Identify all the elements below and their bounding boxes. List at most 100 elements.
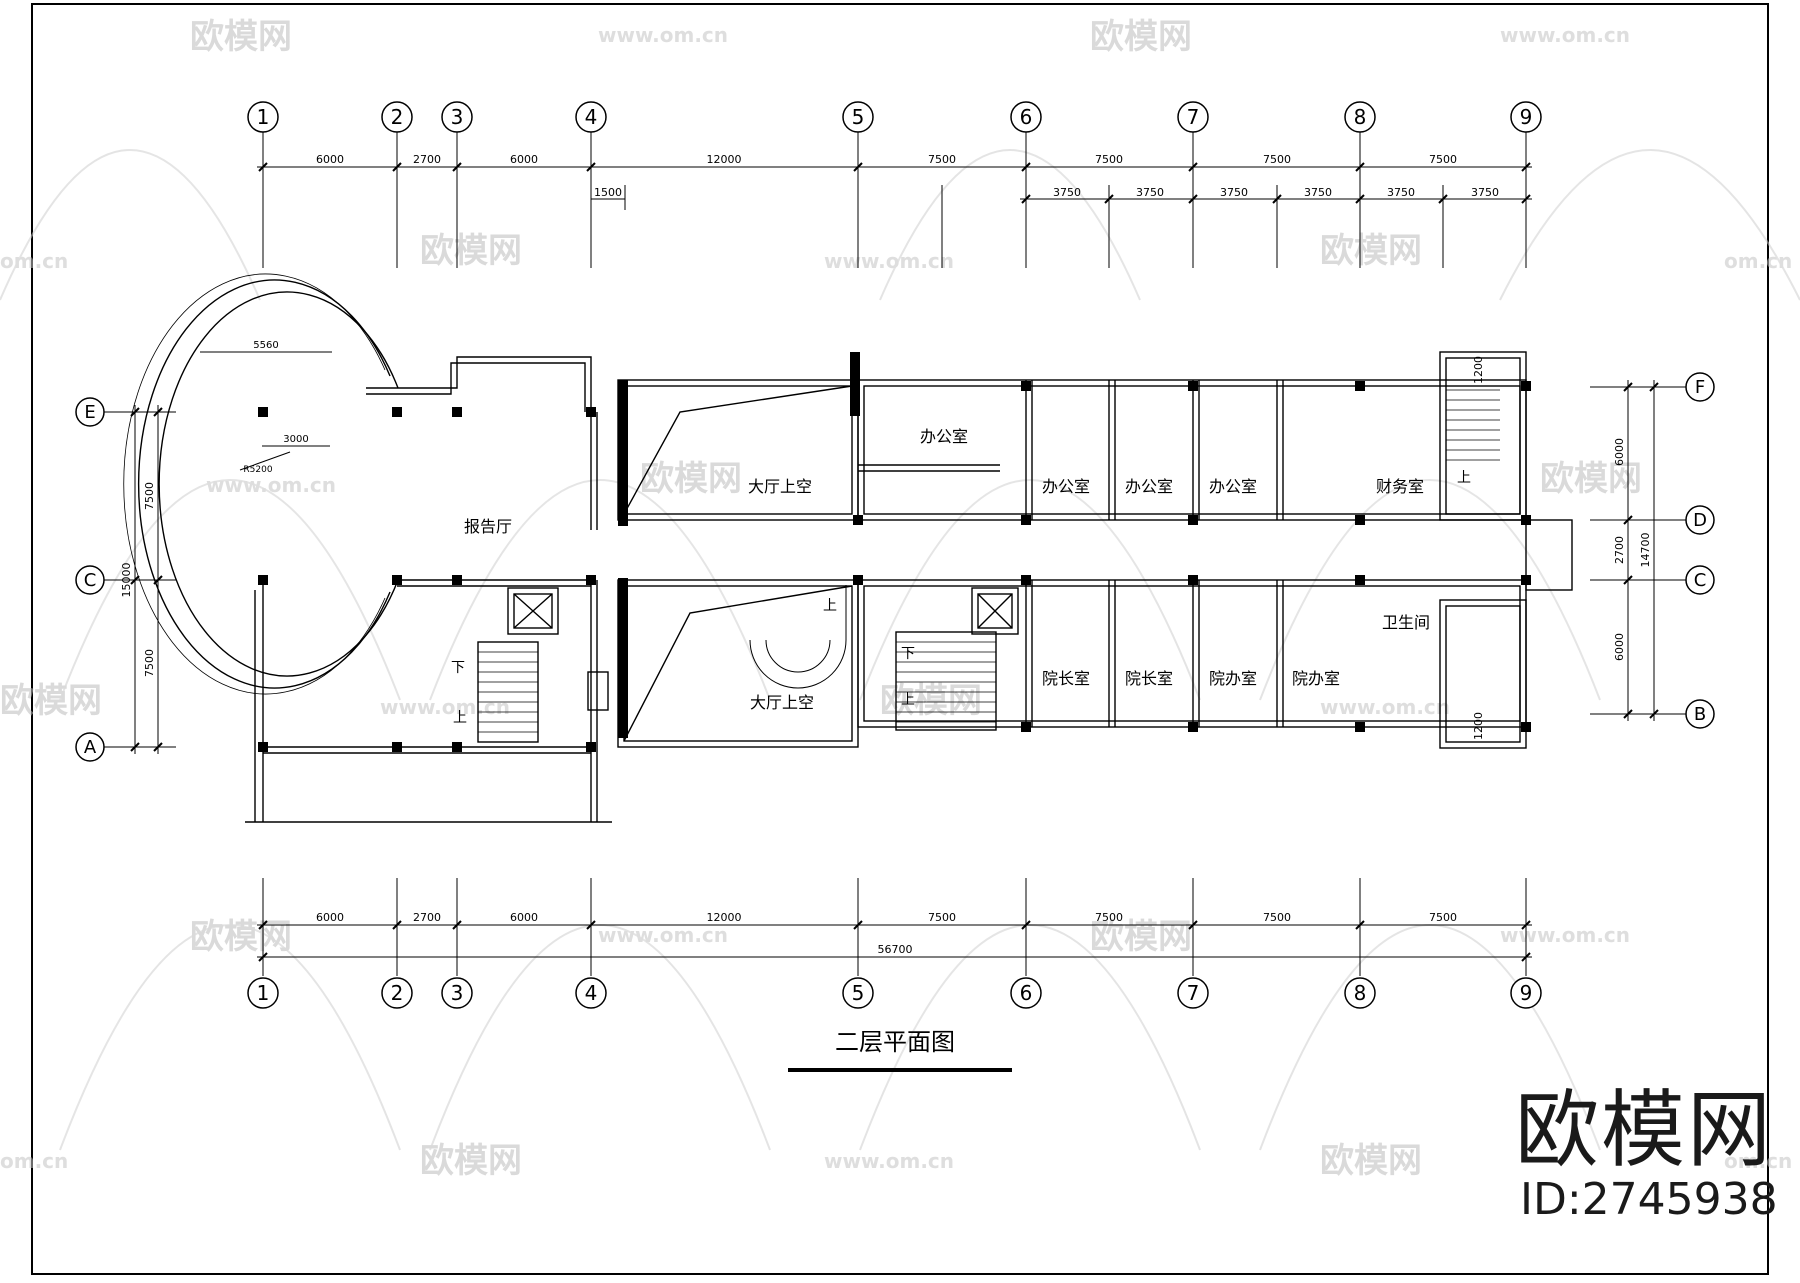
dim-text: 7500 [1429,153,1457,166]
dim-text: 7500 [143,649,156,677]
inner-dims [200,351,332,471]
wm-logo-text: 欧模网 [640,459,742,499]
room-label-finance: 财务室 [1376,477,1424,496]
dim-lines-bottom [257,920,1532,962]
stair-mark: 下 [451,660,465,676]
room-label-admin: 院办室 [1292,669,1340,688]
axis-label: 4 [585,105,598,129]
room-label-office: 办公室 [920,427,968,446]
drawing-frame [31,3,1769,1275]
wm-site-text: www.om.cn [380,695,510,719]
room-label-office: 办公室 [1209,477,1257,496]
wm-site-text: om.cn [1724,249,1792,273]
axis-label: 2 [391,981,404,1005]
dim-text: 7500 [1095,911,1123,924]
wm-site-text: www.om.cn [1500,923,1630,947]
wm-site-text: www.om.cn [824,249,954,273]
room-label-office: 办公室 [1125,477,1173,496]
dim-text: 2700 [413,911,441,924]
dim-text: 12000 [707,911,742,924]
dim-text: 7500 [928,911,956,924]
axis-label: 2 [391,105,404,129]
dim-text: 7500 [1429,911,1457,924]
stair-mark: 下 [901,646,915,662]
wm-site-text: www.om.cn [598,923,728,947]
wm-logo-text: 欧模网 [0,681,102,721]
model-id: ID:2745938 [1520,1174,1778,1225]
axis-label: 5 [852,105,865,129]
room-label-toilet: 卫生间 [1382,613,1430,632]
axis-label: 8 [1354,981,1367,1005]
dim-lines-top [257,162,1532,204]
dim-text: 7500 [1095,153,1123,166]
dim-text: 15000 [120,563,133,598]
dim-text: 3750 [1304,186,1332,199]
axis-label: 1 [257,981,270,1005]
room-label-dean: 院长室 [1042,669,1090,688]
room-label-dean: 院长室 [1125,669,1173,688]
axis-label: 9 [1520,105,1533,129]
stair-mark: 上 [453,710,467,726]
stair-treads [478,389,1500,733]
dim-total-text: 56700 [878,943,913,956]
dim-text: 12000 [707,153,742,166]
wm-logo-text: 欧模网 [1090,917,1192,957]
axis-label: 3 [451,981,464,1005]
dim-text: 6000 [1613,438,1626,466]
wm-logo-text: 欧模网 [190,917,292,957]
wm-site-text: om.cn [1724,1149,1792,1173]
dim-text: 1200 [1472,712,1485,740]
dim-text: 3000 [283,434,308,445]
brand-logo-text: 欧模网 [1515,1081,1774,1179]
wm-site-text: www.om.cn [824,1149,954,1173]
dim-text: 5560 [253,340,278,351]
dim-text: 6000 [316,153,344,166]
axis-bubbles-top [247,101,1542,133]
axis-label: 5 [852,981,865,1005]
stair-mark: 上 [901,692,915,708]
room-label-office: 办公室 [1042,477,1090,496]
room-label-report-hall: 报告厅 [464,517,512,536]
structural-columns [258,352,1531,752]
dim-text: 6000 [316,911,344,924]
dim-text: 1200 [1472,356,1485,384]
building-walls [123,273,1573,823]
axis-label: 7 [1187,105,1200,129]
dim-text: 6000 [510,153,538,166]
wm-site-text: www.om.cn [1320,695,1450,719]
axis-label: B [1694,704,1706,725]
axis-label: C [1694,570,1707,591]
axis-label: 1 [257,105,270,129]
axis-label: D [1693,510,1707,531]
dim-text: R5200 [243,465,272,475]
room-label-hall-void: 大厅上空 [748,477,812,496]
axis-label: 8 [1354,105,1367,129]
dim-text: 7500 [143,482,156,510]
spiral-stair [749,585,847,689]
wm-logo-text: 欧模网 [1320,1141,1422,1181]
dim-text: 2700 [413,153,441,166]
axis-label: E [84,402,95,423]
wm-site-text: om.cn [0,249,68,273]
axis-label: 4 [585,981,598,1005]
dim-text: 3750 [1136,186,1164,199]
dim-text: 7500 [928,153,956,166]
stair-mark: 上 [823,598,837,614]
axis-label: F [1695,377,1705,398]
axis-bubbles-right [1685,372,1715,729]
room-label-admin: 院办室 [1209,669,1257,688]
stair-mark: 上 [1457,470,1471,486]
dim-text: 14700 [1639,533,1652,568]
axis-label: 6 [1020,981,1033,1005]
wm-site-text: www.om.cn [598,23,728,47]
dim-lines-right [1590,380,1686,721]
wm-logo-text: 欧模网 [190,17,292,57]
axis-label: A [84,737,97,758]
axis-label: 3 [451,105,464,129]
watermark-layer: 欧模网 欧模网 欧模网 欧模网 欧模网 欧模网 欧模网 欧模网 欧模网 欧模网 … [0,17,1800,1181]
dim-text: 6000 [1613,633,1626,661]
axis-bubbles-left [75,397,105,762]
dim-text: 7500 [1263,911,1291,924]
